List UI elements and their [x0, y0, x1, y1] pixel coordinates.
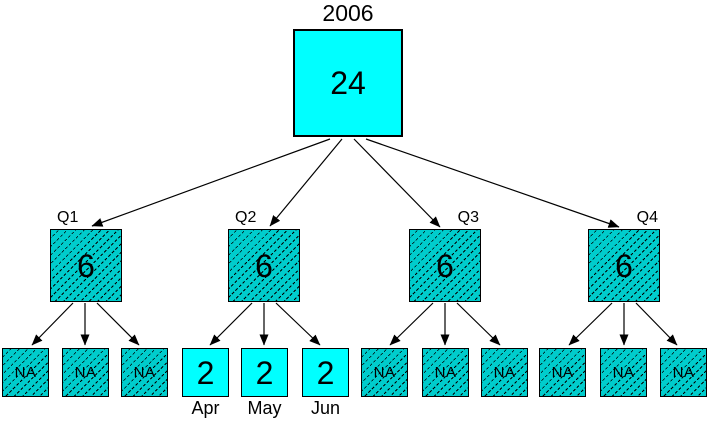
leaf-node-11: NA	[600, 348, 647, 397]
leaf-may-value: 2	[255, 354, 274, 391]
leaf-node-apr: 2	[182, 348, 229, 397]
leaf-node-3: NA	[121, 348, 168, 397]
root-node-value: 24	[330, 65, 366, 101]
leaf-12-value: NA	[672, 364, 695, 381]
quarter-q3-value: 6	[436, 247, 454, 284]
leaf-10-value: NA	[551, 364, 574, 381]
leaf-9-value: NA	[493, 364, 516, 381]
leaf-node-jun: 2	[302, 348, 349, 397]
quarter-label-q4: Q4	[636, 209, 658, 226]
leaf-1-value: NA	[14, 364, 37, 381]
leaf-3-value: NA	[133, 364, 156, 381]
leaf-node-10: NA	[539, 348, 586, 397]
quarter-label-q1: Q1	[57, 209, 79, 226]
leaf-8-value: NA	[434, 364, 457, 381]
leaf-node-7: NA	[361, 348, 408, 397]
quarter-q4-value: 6	[615, 247, 633, 284]
quarter-label-q2: Q2	[235, 209, 257, 226]
leaf-node-8: NA	[422, 348, 469, 397]
leaf-node-1: NA	[2, 348, 49, 397]
month-label-jun: Jun	[310, 398, 341, 418]
quarter-node-q1: 6	[50, 229, 122, 302]
quarter-q1-value: 6	[77, 247, 95, 284]
leaf-7-value: NA	[373, 364, 396, 381]
month-label-apr: Apr	[191, 398, 220, 418]
leaf-node-12: NA	[660, 348, 707, 397]
leaf-node-2: NA	[62, 348, 109, 397]
leaf-2-value: NA	[74, 364, 97, 381]
root-node-2006: 24	[293, 29, 403, 137]
month-label-may: May	[247, 398, 282, 418]
quarter-label-q3: Q3	[457, 209, 479, 226]
root-year-label: 2006	[322, 0, 374, 26]
quarter-q2-value: 6	[255, 247, 273, 284]
leaf-apr-value: 2	[196, 354, 215, 391]
quarter-node-q4: 6	[588, 229, 660, 302]
quarter-node-q2: 6	[228, 229, 300, 302]
leaf-node-9: NA	[481, 348, 528, 397]
leaf-11-value: NA	[612, 364, 635, 381]
leaf-node-may: 2	[241, 348, 288, 397]
quarter-node-q3: 6	[409, 229, 481, 302]
leaf-jun-value: 2	[316, 354, 335, 391]
